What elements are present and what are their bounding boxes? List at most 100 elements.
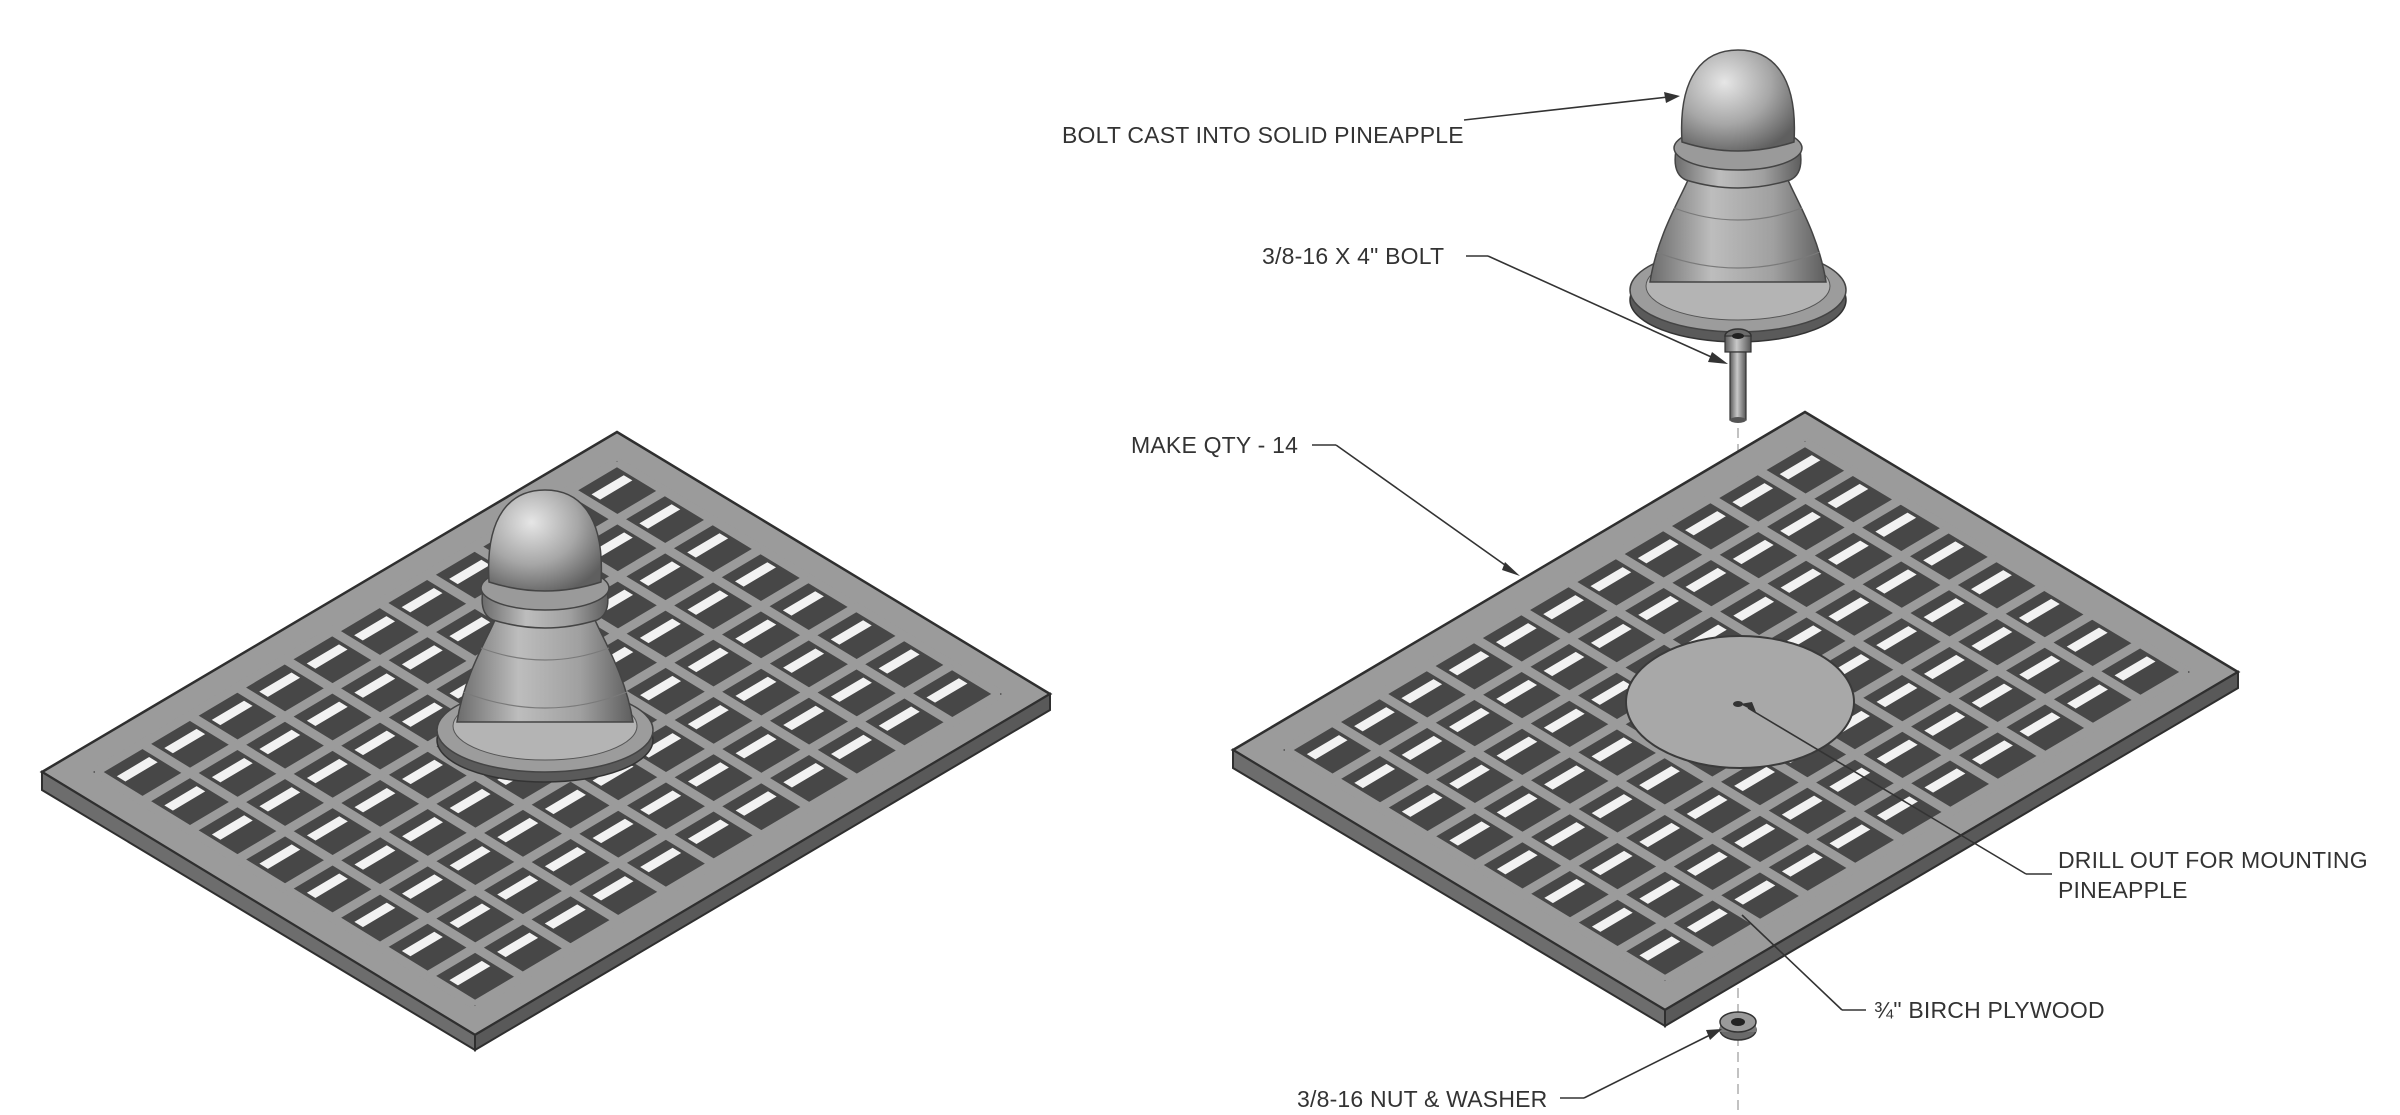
grid-bar	[1567, 610, 2095, 927]
assembled-view	[39, 430, 1053, 1052]
slat-opening	[116, 757, 158, 782]
slat-opening	[401, 645, 443, 670]
pineapple-finial	[1629, 49, 1847, 343]
slat-opening	[1734, 766, 1776, 792]
grid-bar	[1615, 639, 2143, 956]
slat-opening	[1780, 511, 1821, 537]
slat-opening	[1496, 736, 1538, 761]
slat-opening	[1306, 735, 1348, 760]
slat-opening	[401, 587, 443, 613]
slat-opening	[1971, 683, 2013, 708]
slat-opening	[259, 844, 301, 869]
slat-opening	[1496, 679, 1538, 705]
slat-opening	[1354, 763, 1396, 789]
slat-opening	[1639, 936, 1681, 961]
slat-opening	[306, 644, 348, 669]
slat-opening	[211, 700, 253, 726]
slat-opening	[735, 619, 777, 644]
drill-hole	[1733, 701, 1743, 707]
slat-opening	[1639, 766, 1680, 791]
slat-opening	[782, 591, 824, 616]
slat-opening	[2066, 627, 2108, 652]
slat-opening	[544, 789, 586, 815]
slat-opening	[687, 647, 729, 673]
slat-opening	[354, 787, 396, 813]
slat-opening	[354, 902, 396, 928]
slat-opening	[1876, 739, 1918, 764]
grid-slats	[1282, 438, 2191, 984]
slat-opening	[2114, 656, 2156, 681]
slat-opening	[687, 533, 729, 558]
exploded-view	[1230, 49, 2241, 1115]
slat-opening	[1449, 821, 1491, 846]
slat-opening	[1544, 822, 1586, 847]
slat-opening	[1449, 764, 1490, 789]
slat-opening	[1591, 680, 1633, 705]
slat-opening	[878, 706, 920, 731]
slat-opening	[1733, 596, 1775, 621]
slat-opening	[354, 845, 396, 870]
callout-qty: MAKE QTY - 14	[1131, 432, 1298, 458]
slat-opening	[592, 876, 634, 901]
slat-opening	[544, 904, 586, 929]
nut-washer-part	[1719, 1011, 1757, 1041]
slat-opening	[2067, 684, 2108, 709]
slat-opening	[1924, 768, 1966, 793]
slat-opening	[1780, 568, 1822, 593]
slat-opening	[449, 846, 491, 871]
slat-opening	[354, 673, 396, 698]
slat-opening	[497, 875, 539, 900]
callouts: BOLT CAST INTO SOLID PINEAPPLE 3/8-16 X …	[1062, 92, 2368, 1112]
grid-bar	[1282, 438, 1808, 754]
slat-opening	[878, 649, 920, 674]
plywood-grid	[1230, 410, 2241, 1028]
grid-bar	[1330, 466, 1856, 783]
slat-opening	[1781, 795, 1823, 820]
slat-opening	[544, 846, 586, 872]
slat-opening	[1401, 735, 1443, 761]
callout-pineapple: BOLT CAST INTO SOLID PINEAPPLE	[1062, 122, 1464, 148]
slat-opening	[1972, 740, 2013, 765]
slat-opening	[1971, 570, 2012, 595]
slat-opening	[1732, 539, 1774, 565]
slat-opening	[1827, 540, 1869, 565]
slat-opening	[2019, 712, 2061, 737]
slat-opening	[1543, 708, 1585, 733]
slat-opening	[1779, 455, 1821, 480]
slat-opening	[1685, 567, 1727, 593]
callout-plywood: ¾" BIRCH PLYWOOD	[1874, 997, 2105, 1023]
slat-opening	[259, 787, 301, 812]
slat-opening	[1686, 908, 1728, 933]
slat-opening	[735, 676, 777, 702]
slat-opening	[164, 728, 206, 754]
slat-opening	[211, 757, 253, 783]
bolt-part	[1724, 328, 1752, 423]
slat-opening	[735, 733, 777, 759]
slat-opening	[497, 932, 539, 958]
slat-opening	[783, 705, 825, 731]
slat-opening	[449, 616, 491, 642]
slat-opening	[401, 931, 443, 957]
slat-opening	[687, 762, 729, 787]
slat-opening	[1828, 597, 1870, 622]
slat-opening	[402, 874, 443, 899]
slat-opening	[1971, 626, 2013, 652]
slat-opening	[1876, 682, 1918, 708]
grid-bar	[187, 516, 716, 835]
slat-opening	[306, 758, 348, 784]
slat-opening	[783, 763, 825, 788]
slat-opening	[2019, 655, 2061, 680]
slat-opening	[926, 678, 968, 703]
slat-opening	[354, 616, 396, 641]
callout-drill-line2: PINEAPPLE	[2058, 877, 2188, 903]
slat-opening	[401, 702, 443, 727]
slat-opening	[354, 730, 396, 756]
slat-opening	[1829, 767, 1871, 792]
slat-opening	[640, 675, 682, 701]
slat-opening	[1923, 598, 1965, 623]
slat-opening	[1591, 737, 1633, 762]
slat-opening	[1876, 626, 1918, 651]
slat-opening	[1923, 541, 1965, 566]
slat-opening	[687, 704, 729, 730]
